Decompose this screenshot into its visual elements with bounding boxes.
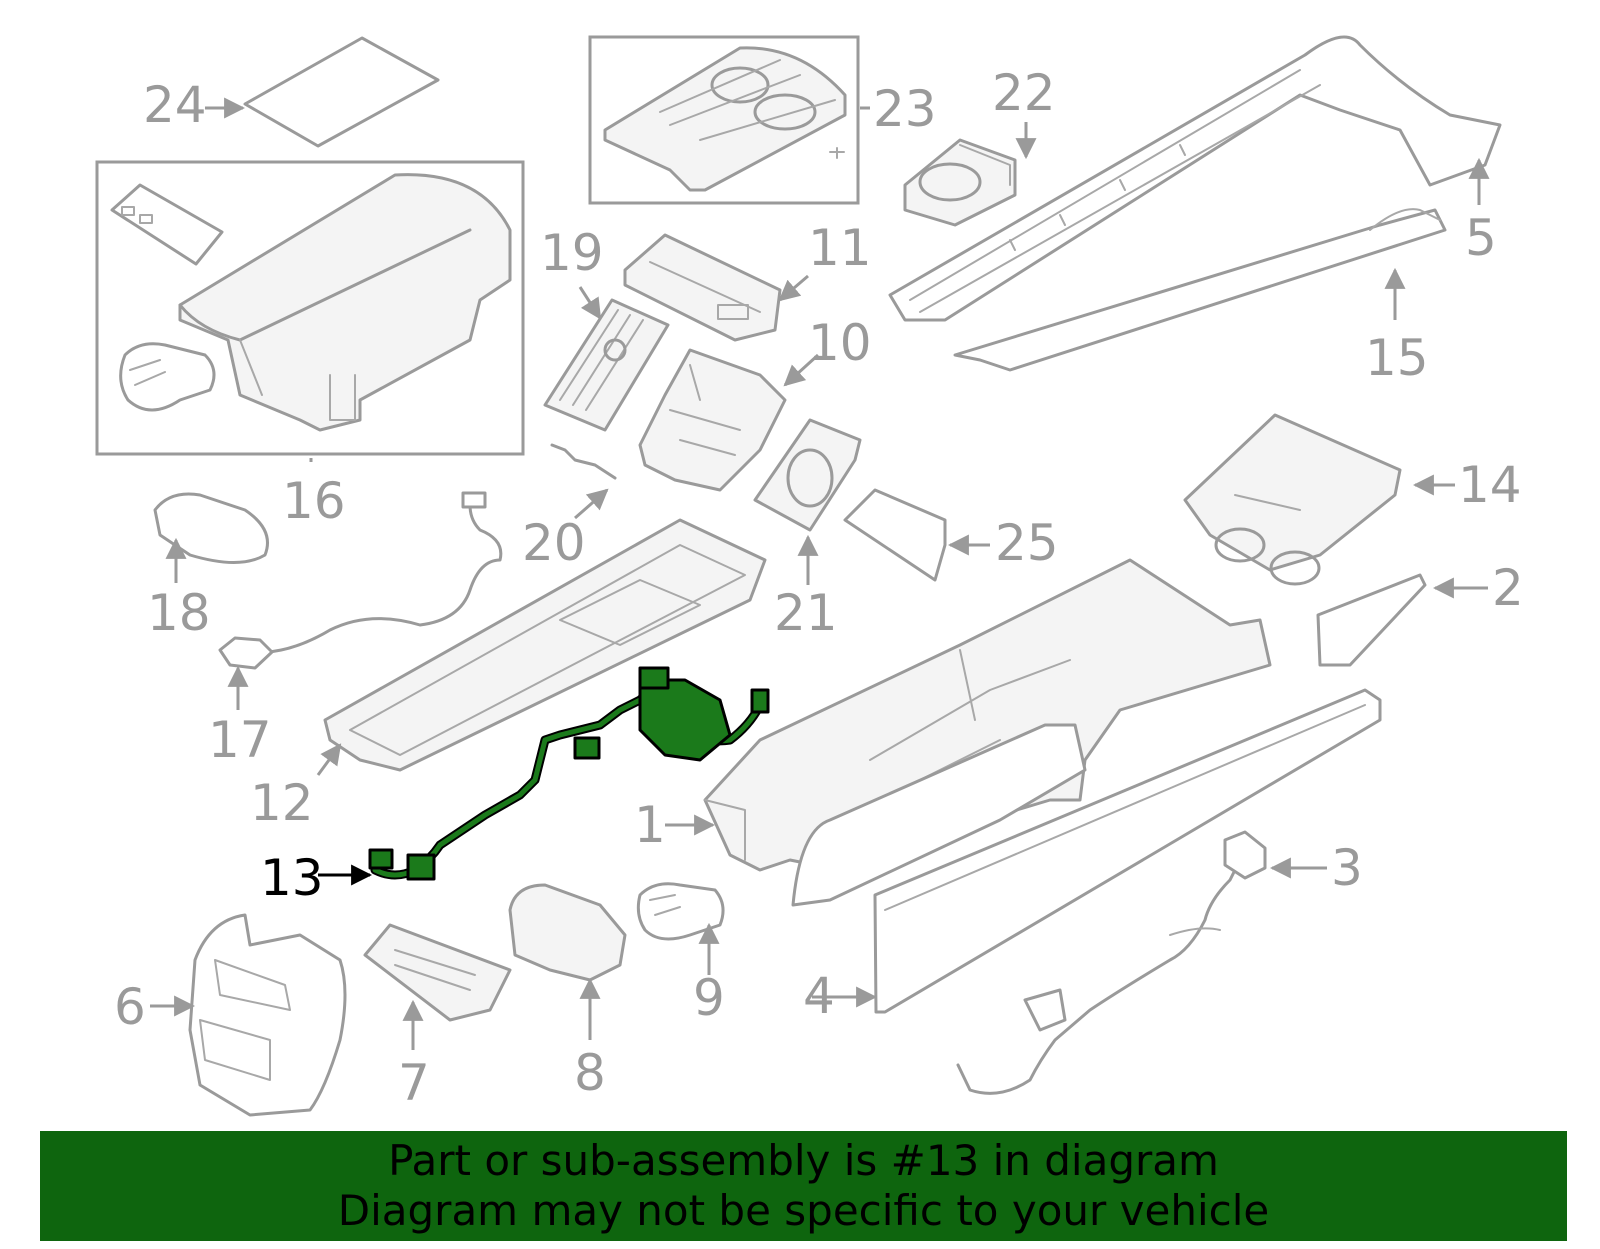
part-16-armrest[interactable] [110, 173, 512, 432]
callout-15: 15 [1365, 329, 1429, 387]
part-14-cupholder[interactable] [1183, 413, 1402, 586]
callout-20: 20 [522, 514, 586, 572]
part-24-mat[interactable] [243, 36, 440, 148]
part-19-wireless-charger[interactable] [543, 298, 670, 432]
callout-3: 3 [1331, 839, 1363, 897]
callout-11: 11 [808, 219, 872, 277]
info-banner: Part or sub-assembly is #13 in diagram D… [40, 1131, 1567, 1241]
callout-16: 16 [282, 472, 346, 530]
callout-5: 5 [1465, 209, 1497, 267]
callout-14: 14 [1458, 456, 1522, 514]
callout-18: 18 [147, 584, 211, 642]
part-5-side-trim[interactable] [888, 35, 1502, 322]
part-20-strip[interactable] [550, 443, 617, 480]
part-15-trim-harness[interactable] [953, 208, 1447, 372]
callout-23: 23 [873, 80, 937, 138]
part-11-switch-panel[interactable] [623, 233, 782, 342]
part-25-pad[interactable] [843, 488, 947, 582]
callout-21: 21 [774, 584, 838, 642]
part-23-box [588, 35, 860, 205]
banner-line-1: Part or sub-assembly is #13 in diagram [388, 1136, 1219, 1185]
callout-17: 17 [208, 711, 272, 769]
part-13-wiring-harness[interactable] [368, 666, 770, 881]
part-3-wiring-harness[interactable] [956, 830, 1267, 1095]
part-1-console-body[interactable] [703, 558, 1272, 907]
callout-24: 24 [143, 76, 207, 134]
callout-7: 7 [398, 1054, 430, 1112]
callout-6: 6 [114, 978, 146, 1036]
callout-2: 2 [1492, 559, 1524, 617]
part-22-cup-insert[interactable] [903, 138, 1017, 227]
part-21-module[interactable] [753, 418, 862, 532]
callout-13: 13 [260, 849, 324, 907]
part-6-lower-panel[interactable] [188, 913, 347, 1117]
callout-arrows [150, 97, 1490, 1050]
callout-1: 1 [634, 796, 666, 854]
part-8-bin[interactable] [508, 883, 627, 982]
part-10-bracket[interactable] [638, 348, 787, 492]
part-23-top-trim[interactable] [603, 46, 847, 192]
part-18-cover[interactable] [153, 492, 269, 564]
callout-22: 22 [992, 64, 1056, 122]
callout-4: 4 [803, 967, 835, 1025]
callout-12: 12 [250, 774, 314, 832]
callout-labels: 1 2 3 4 5 6 7 8 9 10 11 12 13 14 15 16 1… [114, 64, 1524, 1112]
callout-25: 25 [995, 514, 1059, 572]
part-2-trim-piece[interactable] [1316, 573, 1427, 667]
callout-10: 10 [808, 314, 872, 372]
callout-8: 8 [574, 1044, 606, 1102]
part-7-tray-insert[interactable] [363, 923, 512, 1022]
callout-19: 19 [540, 224, 604, 282]
part-17-cable[interactable] [218, 491, 503, 670]
part-4-side-panel[interactable] [873, 688, 1382, 1014]
banner-line-2: Diagram may not be specific to your vehi… [337, 1186, 1270, 1235]
callout-9: 9 [693, 969, 725, 1027]
part-16-box [95, 160, 525, 456]
